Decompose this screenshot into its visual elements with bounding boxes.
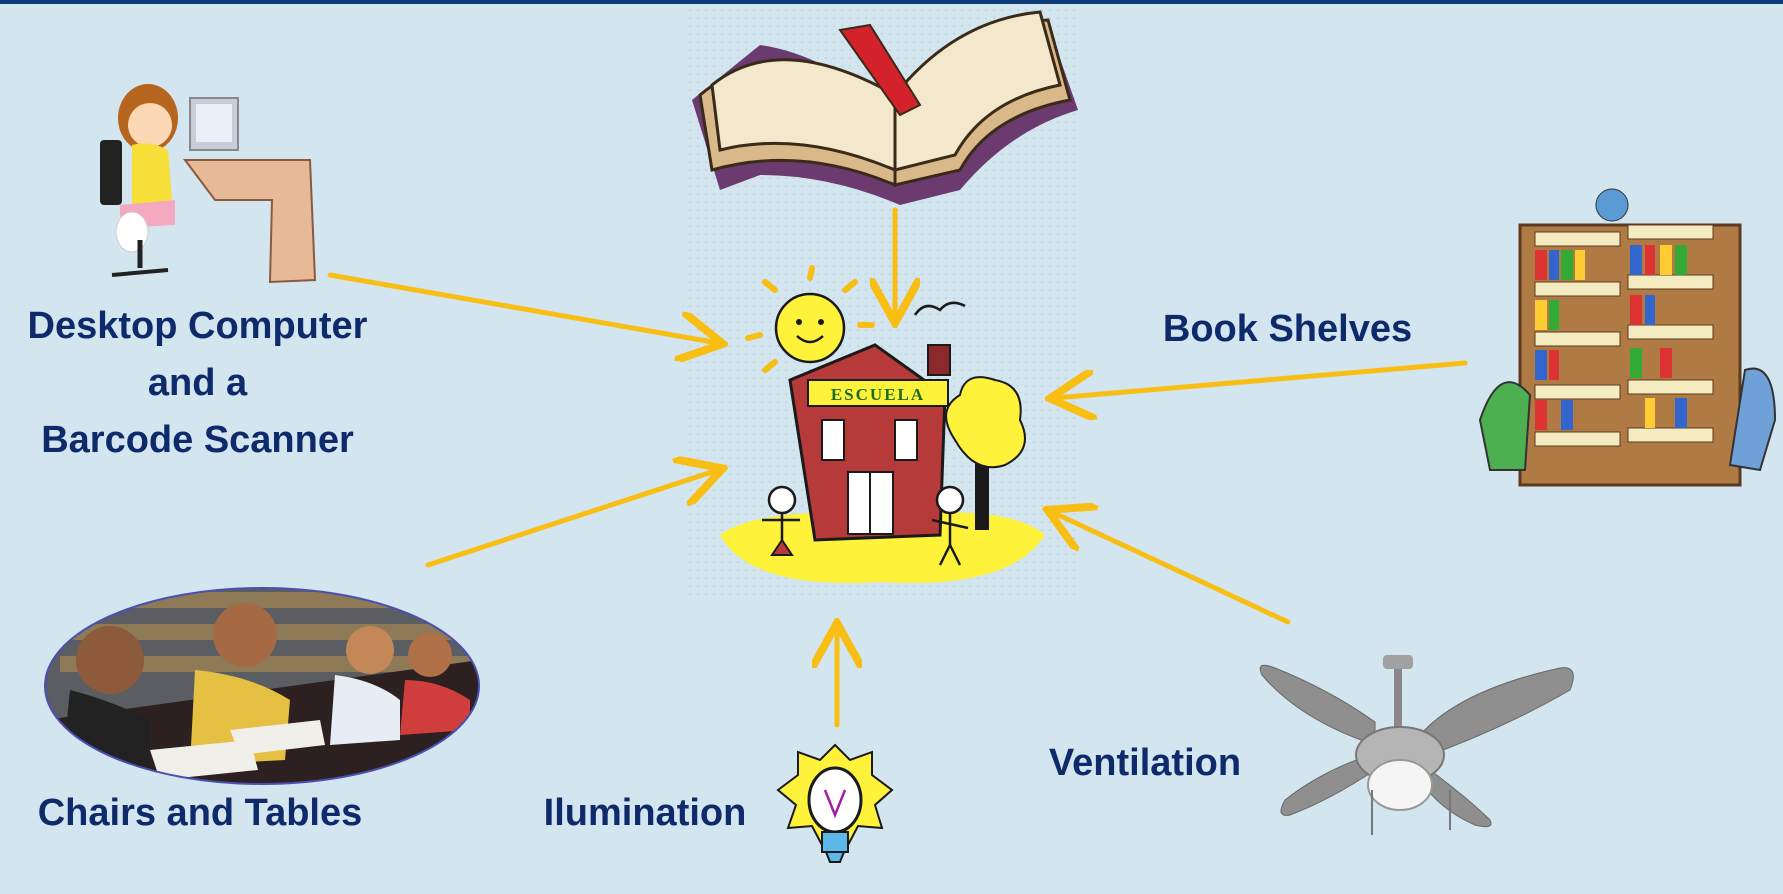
desktop-label-line2: and a bbox=[147, 362, 248, 404]
arrow-shelves bbox=[1055, 360, 1468, 398]
open-book-icon bbox=[692, 10, 1078, 205]
bookshelf-icon bbox=[1478, 188, 1777, 487]
computer-desk-icon bbox=[100, 84, 317, 284]
book-shelves-label: Book Shelves bbox=[1162, 308, 1413, 350]
students-reading-icon bbox=[44, 587, 480, 785]
ceiling-fan-icon bbox=[1259, 655, 1574, 835]
desktop-label-line1: Desktop Computer bbox=[27, 305, 368, 347]
school-sign-text: ESCUELA bbox=[831, 385, 925, 404]
illumination-label: Ilumination bbox=[543, 792, 747, 834]
arrow-chairs bbox=[425, 470, 718, 568]
ventilation-label: Ventilation bbox=[1048, 742, 1242, 784]
school-house-icon: ESCUELA bbox=[720, 265, 1045, 584]
arrow-fan bbox=[1052, 512, 1291, 625]
desktop-label-line3: Barcode Scanner bbox=[41, 419, 354, 461]
light-bulb-icon bbox=[776, 743, 894, 863]
chairs-tables-label: Chairs and Tables bbox=[37, 792, 363, 834]
arrow-desktop bbox=[327, 272, 718, 343]
desktop-computer-label: Desktop Computer and a Barcode Scanner bbox=[0, 298, 395, 469]
top-bar bbox=[0, 0, 1783, 4]
